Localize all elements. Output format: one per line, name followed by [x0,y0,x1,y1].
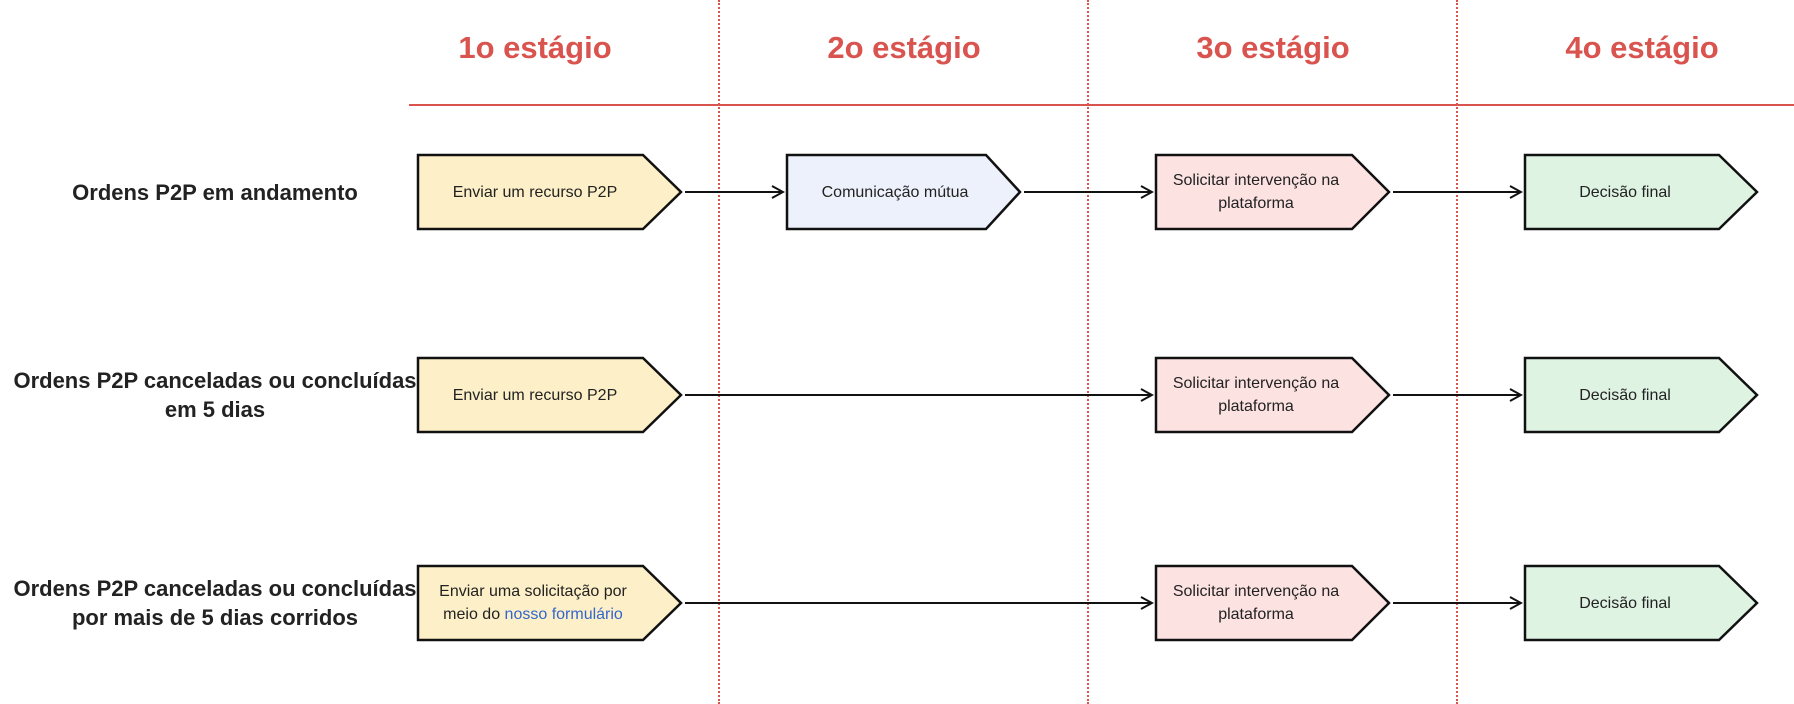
step-text-row3-stage1-prefix: Enviar uma solicitação por meio do [439,583,627,623]
step-shape-row2-stage1 [416,356,683,434]
step-shape-row1-stage2 [785,153,1022,231]
step-text-row1-stage4: Decisão final [1579,183,1671,201]
form-link[interactable]: nosso formulário [504,606,623,623]
step-text-row1-stage3: Solicitar intervenção na plataforma [1172,172,1340,212]
stage-header-4: 4o estágio [1565,30,1719,65]
row-label-over-5-days: Ordens P2P canceladas ou concluídas por … [13,576,417,630]
step-shape-row3-stage1 [416,564,683,642]
stage-separator-1 [718,0,720,704]
stage-separator-3 [1456,0,1458,704]
stage-header-1: 1o estágio [458,30,612,65]
step-shape-row1-stage4 [1523,153,1759,231]
stage-header-2: 2o estágio [827,30,981,65]
step-text-row3-stage1: Enviar uma solicitação por meio do nosso… [428,566,638,640]
step-text-row2-stage1: Enviar um recurso P2P [452,386,618,404]
step-text-row2-stage3: Solicitar intervenção na plataforma [1172,375,1340,415]
step-shape-row3-stage3 [1154,564,1391,642]
stage-header-3: 3o estágio [1196,30,1350,65]
step-shape-row1-stage1 [416,153,683,231]
header-divider [409,104,1794,106]
row-label-in-progress: Ordens P2P em andamento [72,180,358,205]
step-text-row3-stage3: Solicitar intervenção na plataforma [1172,583,1340,623]
step-text-row3-stage1-inner: Enviar uma solicitação por meio do nosso… [428,580,638,626]
step-shape-row3-stage4 [1523,564,1759,642]
step-shape-row2-stage4 [1523,356,1759,434]
step-text-row1-stage1: Enviar um recurso P2P [452,183,618,201]
row-label-within-5-days: Ordens P2P canceladas ou concluídas em 5… [13,368,417,422]
step-shape-row2-stage3 [1154,356,1391,434]
stage-separator-2 [1087,0,1089,704]
step-text-row1-stage2: Comunicação mútua [821,183,969,201]
step-shape-row1-stage3 [1154,153,1391,231]
step-text-row3-stage4: Decisão final [1579,594,1671,612]
step-text-row2-stage4: Decisão final [1579,386,1671,404]
